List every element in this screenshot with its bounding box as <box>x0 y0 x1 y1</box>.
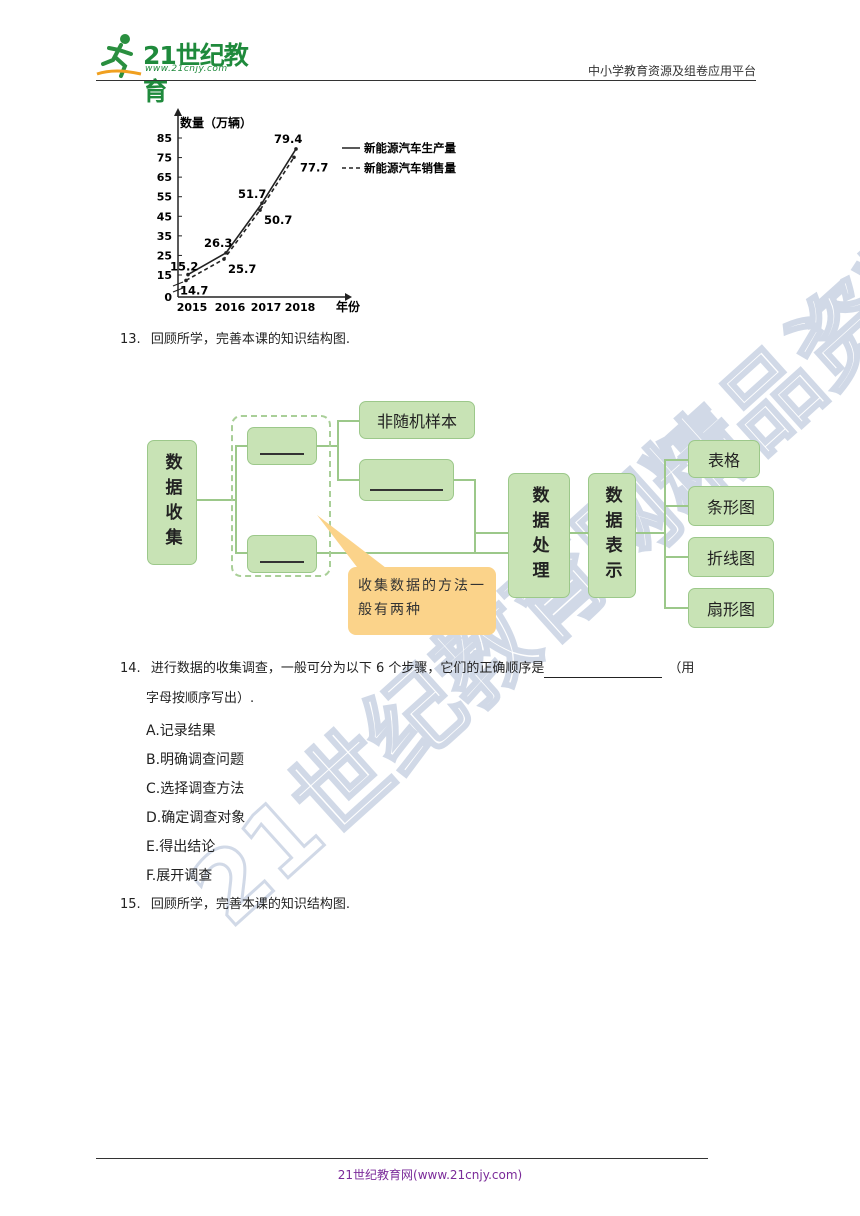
question-14-line2: 字母按顺序写出）. <box>146 691 255 706</box>
header-divider <box>96 80 756 81</box>
knowledge-structure-diagram: 数据收集 非随机样本 数据处理 数据表示 表格 条形图 折线图 扇形图 收集数据… <box>140 395 790 645</box>
y-tick-label: 75 <box>157 152 172 165</box>
data-point <box>294 147 298 151</box>
x-tick-label: 2015 <box>177 301 208 314</box>
option-a: A.记录结果 <box>146 723 216 739</box>
y-tick-label: 25 <box>157 249 172 262</box>
box-line-chart: 折线图 <box>688 537 774 577</box>
x-tick-label: 2016 <box>215 301 246 314</box>
series-line-2 <box>185 156 295 282</box>
y-tick-label: 15 <box>157 269 172 282</box>
x-axis-label: 年份 <box>336 299 361 314</box>
y-tick-label: 45 <box>157 210 172 223</box>
y-tick-label: 55 <box>157 191 172 204</box>
y-tick-label: 65 <box>157 171 172 184</box>
data-point <box>292 155 296 160</box>
logo: 21世纪教育 www.21cnjy.com <box>95 30 270 106</box>
data-point <box>260 201 264 205</box>
question-15: 15. 回顾所学，完善本课的知识结构图. <box>120 896 350 914</box>
runner-icon <box>96 34 142 78</box>
legend-label-2: 新能源汽车销售量 <box>364 161 456 175</box>
y-axis-label: 数量（万辆） <box>180 115 252 130</box>
data-label: 51.7 <box>238 187 266 201</box>
question-15-number: 15. <box>120 897 141 912</box>
y-tick-label: 0 <box>164 291 172 304</box>
question-15-text: 回顾所学，完善本课的知识结构图. <box>150 897 350 912</box>
box-data-collection: 数据收集 <box>147 440 197 565</box>
option-e: E.得出结论 <box>146 839 216 855</box>
blank-box-1[interactable] <box>247 427 317 465</box>
x-tick-label: 2017 <box>251 301 282 314</box>
option-c: C.选择调查方法 <box>146 781 245 797</box>
logo-brand: 21世纪教育 <box>143 41 249 106</box>
box-pie-chart: 扇形图 <box>688 588 774 628</box>
data-point <box>222 257 226 261</box>
data-label: 77.7 <box>300 160 328 174</box>
data-label: 50.7 <box>264 213 292 227</box>
data-label: 25.7 <box>228 262 256 276</box>
option-f: F.展开调查 <box>146 868 213 884</box>
question-13-text: 回顾所学，完善本课的知识结构图. <box>150 332 350 347</box>
data-point <box>184 278 188 283</box>
question-13-number: 13. <box>120 332 141 347</box>
box-data-processing: 数据处理 <box>508 473 570 598</box>
blank-box-2[interactable] <box>247 535 317 573</box>
x-tick-label: 2018 <box>285 301 316 314</box>
answer-blank[interactable] <box>544 663 663 678</box>
series-line-1 <box>187 148 297 276</box>
box-bar-chart: 条形图 <box>688 486 774 526</box>
sampling-group <box>231 415 331 577</box>
blank-box-3[interactable] <box>359 459 454 501</box>
footer-text: 21世纪教育网(www.21cnjy.com) <box>337 1168 523 1182</box>
axis-break-icon <box>172 281 184 293</box>
option-d: D.确定调查对象 <box>146 810 246 826</box>
x-axis-arrow <box>345 293 352 301</box>
question-13: 13. 回顾所学，完善本课的知识结构图. <box>120 331 350 349</box>
header-platform-text: 中小学教育资源及组卷应用平台 <box>587 64 756 78</box>
box-data-representation: 数据表示 <box>588 473 636 598</box>
data-point <box>186 272 190 277</box>
data-point <box>258 208 262 212</box>
footer-divider <box>96 1158 708 1159</box>
data-label: 14.7 <box>180 283 208 297</box>
question-14-number: 14. <box>120 661 141 676</box>
data-label: 15.2 <box>170 260 198 274</box>
question-14-text: 进行数据的收集调查，一般可分为以下 6 个步骤，它们的正确顺序是 <box>150 661 545 676</box>
question-14: 14. 进行数据的收集调查，一般可分为以下 6 个步骤，它们的正确顺序是 （用 <box>120 660 770 678</box>
data-label: 26.3 <box>204 236 232 250</box>
y-axis-arrow <box>174 108 182 116</box>
logo-url: www.21cnjy.com <box>145 64 228 74</box>
box-nonrandom-sample: 非随机样本 <box>359 401 475 439</box>
box-table: 表格 <box>688 440 760 478</box>
option-b: B.明确调查问题 <box>146 752 245 768</box>
bubble-tail <box>317 515 390 571</box>
speech-bubble: 收集数据的方法一般有两种 <box>348 567 496 635</box>
question-14-text-tail: （用 <box>668 661 695 676</box>
y-tick-label: 85 <box>157 132 172 145</box>
y-tick-label: 35 <box>157 230 172 243</box>
legend-label-1: 新能源汽车生产量 <box>364 141 456 155</box>
data-label: 79.4 <box>274 132 302 146</box>
